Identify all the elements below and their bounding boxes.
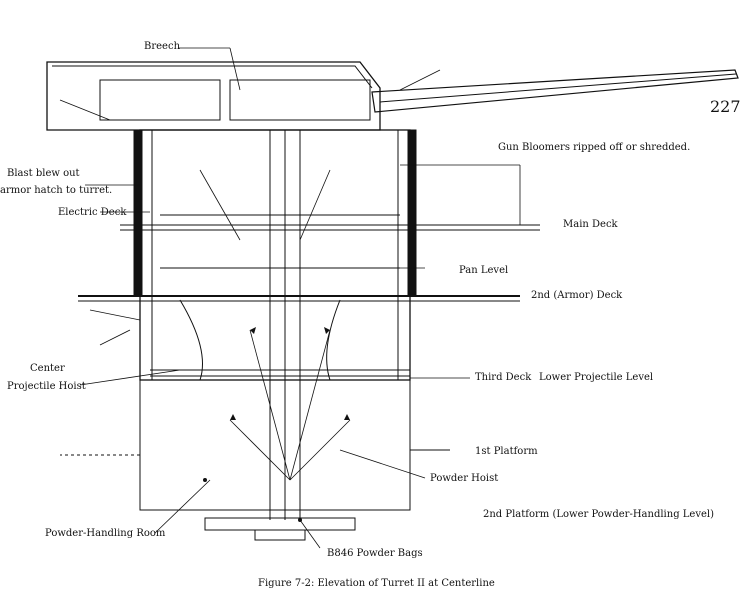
leader-lines xyxy=(79,47,521,549)
page-number: 227 xyxy=(710,97,741,116)
main-deck-label: Main Deck xyxy=(563,219,618,230)
third-deck-label: Third Deck xyxy=(475,372,532,383)
fragment-arrows xyxy=(59,69,441,481)
figure-caption: Figure 7-2: Elevation of Turret II at Ce… xyxy=(258,578,495,589)
armor-deck-label: 2nd (Armor) Deck xyxy=(531,290,623,301)
powder-hoist-label: Powder Hoist xyxy=(430,473,499,484)
powder-bags-label: B846 Powder Bags xyxy=(327,548,423,559)
hoist-shafts xyxy=(179,130,341,520)
blast-label-line1: Blast blew out xyxy=(7,168,80,179)
breech-label: Breech xyxy=(144,41,181,52)
deck-lines xyxy=(78,214,540,377)
blast-label-line2: armor hatch to turret. xyxy=(0,185,113,196)
electric-deck-label: Electric Deck xyxy=(58,207,127,218)
gunhouse xyxy=(46,61,381,131)
lower-structure xyxy=(60,379,450,541)
second-platform-label: 2nd Platform (Lower Powder-Handling Leve… xyxy=(483,509,715,520)
powder-room-label: Powder-Handling Room xyxy=(45,528,166,539)
arrow-heads xyxy=(203,327,350,522)
pan-level-label: Pan Level xyxy=(459,265,509,276)
gun-bloomers-label: Gun Bloomers ripped off or shredded. xyxy=(498,142,691,153)
first-platform-label: 1st Platform xyxy=(475,446,538,457)
lower-projectile-label: Lower Projectile Level xyxy=(539,372,654,383)
center-label: Center xyxy=(30,363,65,374)
gun-barrel xyxy=(371,69,739,113)
barbette xyxy=(133,129,417,381)
projectile-hoist-label: Projectile Hoist xyxy=(7,381,86,392)
